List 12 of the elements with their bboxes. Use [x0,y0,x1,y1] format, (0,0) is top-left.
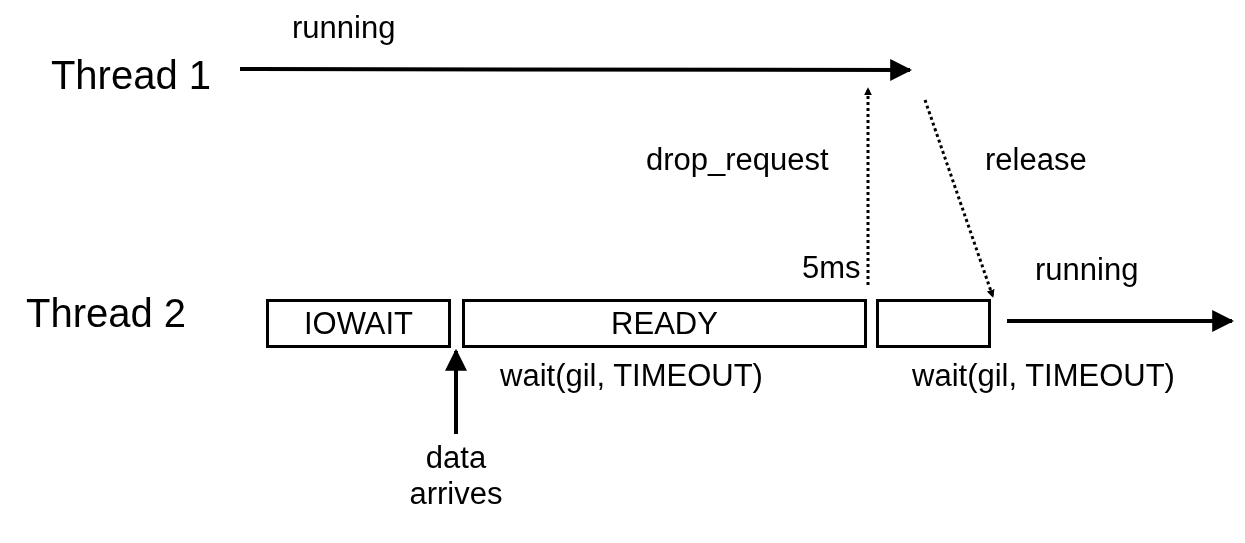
state-label: READY [611,305,718,342]
empty-state-box [876,299,991,348]
dotted-arrow [864,87,872,285]
arrow [240,58,913,81]
arrow [445,348,467,434]
dotted-arrow [923,99,995,298]
thread-label: Thread 1 [50,52,212,98]
state-box [462,299,867,348]
arrow [1007,310,1235,332]
state-label: IOWAIT [303,305,414,342]
event-label: data arrives [408,440,504,512]
state-box [266,299,451,348]
